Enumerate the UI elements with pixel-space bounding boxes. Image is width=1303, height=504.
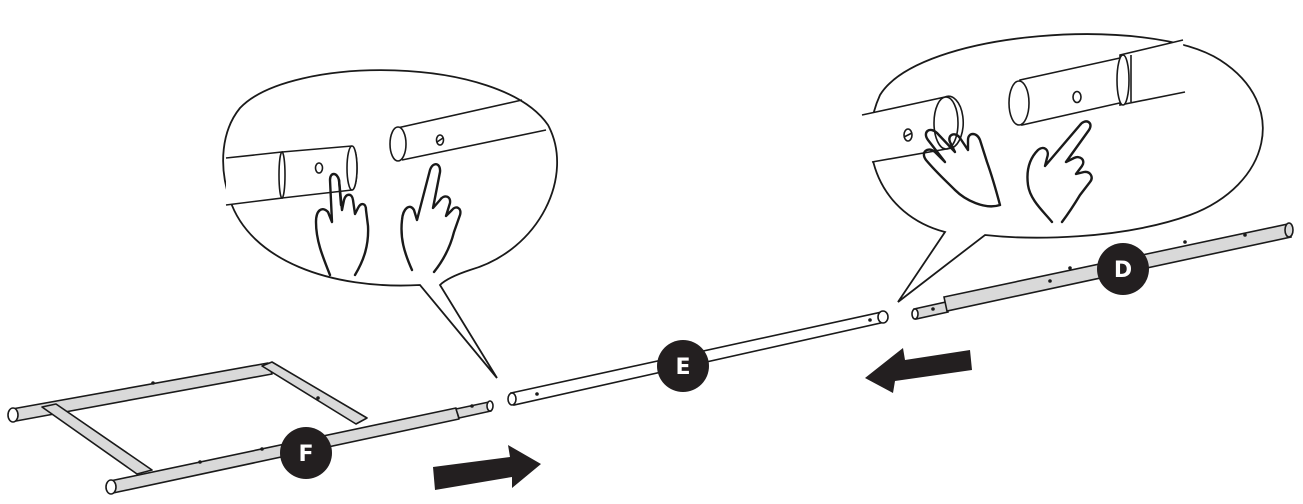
part-label-e: E [675,355,690,380]
callout-pipe-insert [1008,39,1186,126]
frame-part-f [7,361,494,495]
pointing-hand-icon [314,172,370,277]
part-badge-f: F [280,427,332,479]
part-label-d: D [1114,258,1132,283]
callout-pipe-receiver [389,99,547,162]
push-arrow-icon [865,348,972,393]
part-badge-e: E [657,340,709,392]
pointing-hand-icon [1026,120,1093,224]
zoom-callout-left [222,69,558,379]
push-arrow-icon [433,445,541,490]
part-badge-d: D [1097,243,1149,295]
pointing-hand-icon [922,128,1002,208]
zoom-callout-right [861,33,1264,303]
part-label-f: F [298,442,313,467]
pointing-hand-icon [400,163,462,274]
